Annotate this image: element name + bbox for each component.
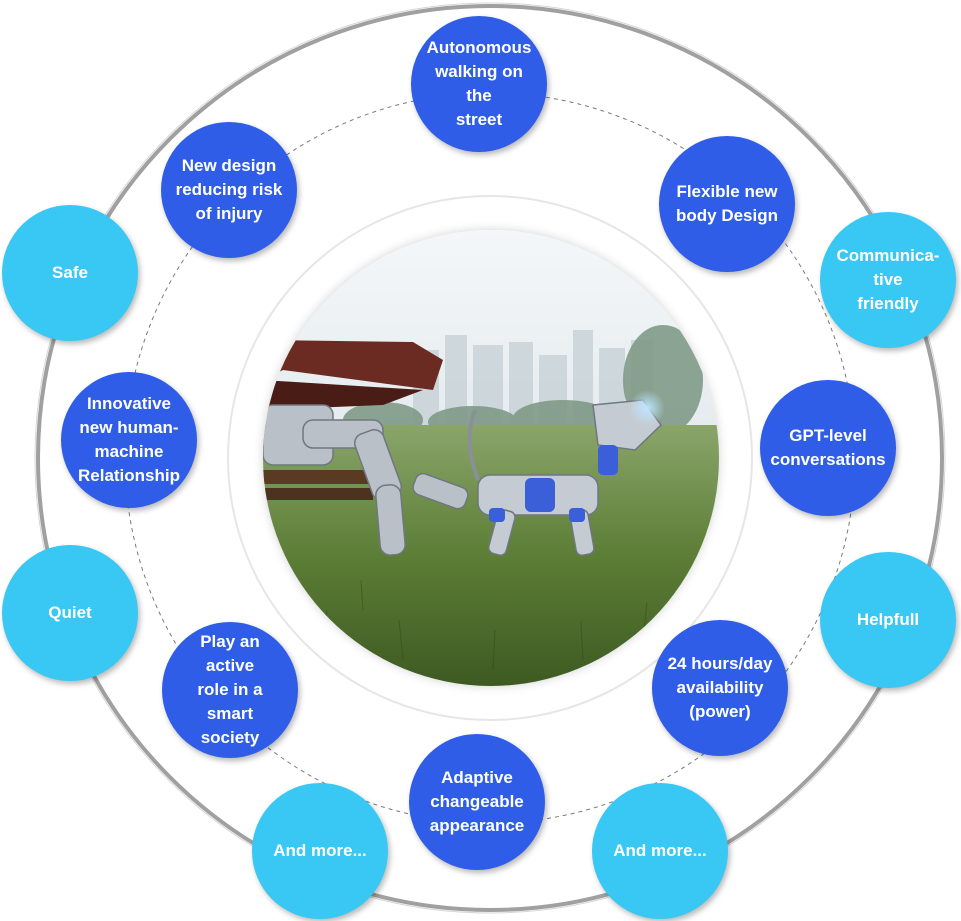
quiet-bubble: Quiet [2,545,138,681]
communicative-label: Communica- tive friendly [836,246,940,313]
robot-scene-image [263,230,719,686]
helpful-label: Helpfull [856,610,920,629]
gpt-conversations-label: GPT-level conversations [770,426,886,469]
human-machine-relationship-bubble: Innovative new human- machine Relationsh… [61,372,197,508]
reduced-injury-bubble: New design reducing risk of injury [161,122,297,258]
smart-society-label: Play an active role in a smart society [197,632,263,747]
quiet-label: Quiet [48,603,92,622]
and-more-right-label: And more... [613,841,707,860]
availability-bubble: 24 hours/day availability (power) [652,620,788,756]
and-more-left-label: And more... [273,841,367,860]
helpful-bubble: Helpfull [820,552,956,688]
gpt-conversations-bubble: GPT-level conversations [760,380,896,516]
safe-bubble: Safe [2,205,138,341]
adaptive-appearance-label: Adaptive changeable appearance [429,768,525,835]
outer-ring-highlight [34,2,946,914]
human-machine-relationship-label: Innovative new human- machine Relationsh… [77,394,180,485]
communicative-bubble: Communica- tive friendly [820,212,956,348]
smart-society-bubble: Play an active role in a smart society [162,622,298,758]
autonomous-walking-label: Autonomous walking on the street [426,38,532,129]
safe-label: Safe [52,263,88,282]
reduced-injury-label: New design reducing risk of injury [175,156,283,223]
availability-label: 24 hours/day availability (power) [667,654,773,721]
inner-ring [227,195,753,721]
flexible-body-bubble: Flexible new body Design [659,136,795,272]
robot-scene-illustration [263,230,719,686]
flexible-body-label: Flexible new body Design [675,182,778,225]
and-more-left-bubble: And more... [252,783,388,919]
outer-ring [36,4,944,912]
autonomous-walking-bubble: Autonomous walking on the street [411,16,547,152]
adaptive-appearance-bubble: Adaptive changeable appearance [409,734,545,870]
and-more-right-bubble: And more... [592,783,728,919]
